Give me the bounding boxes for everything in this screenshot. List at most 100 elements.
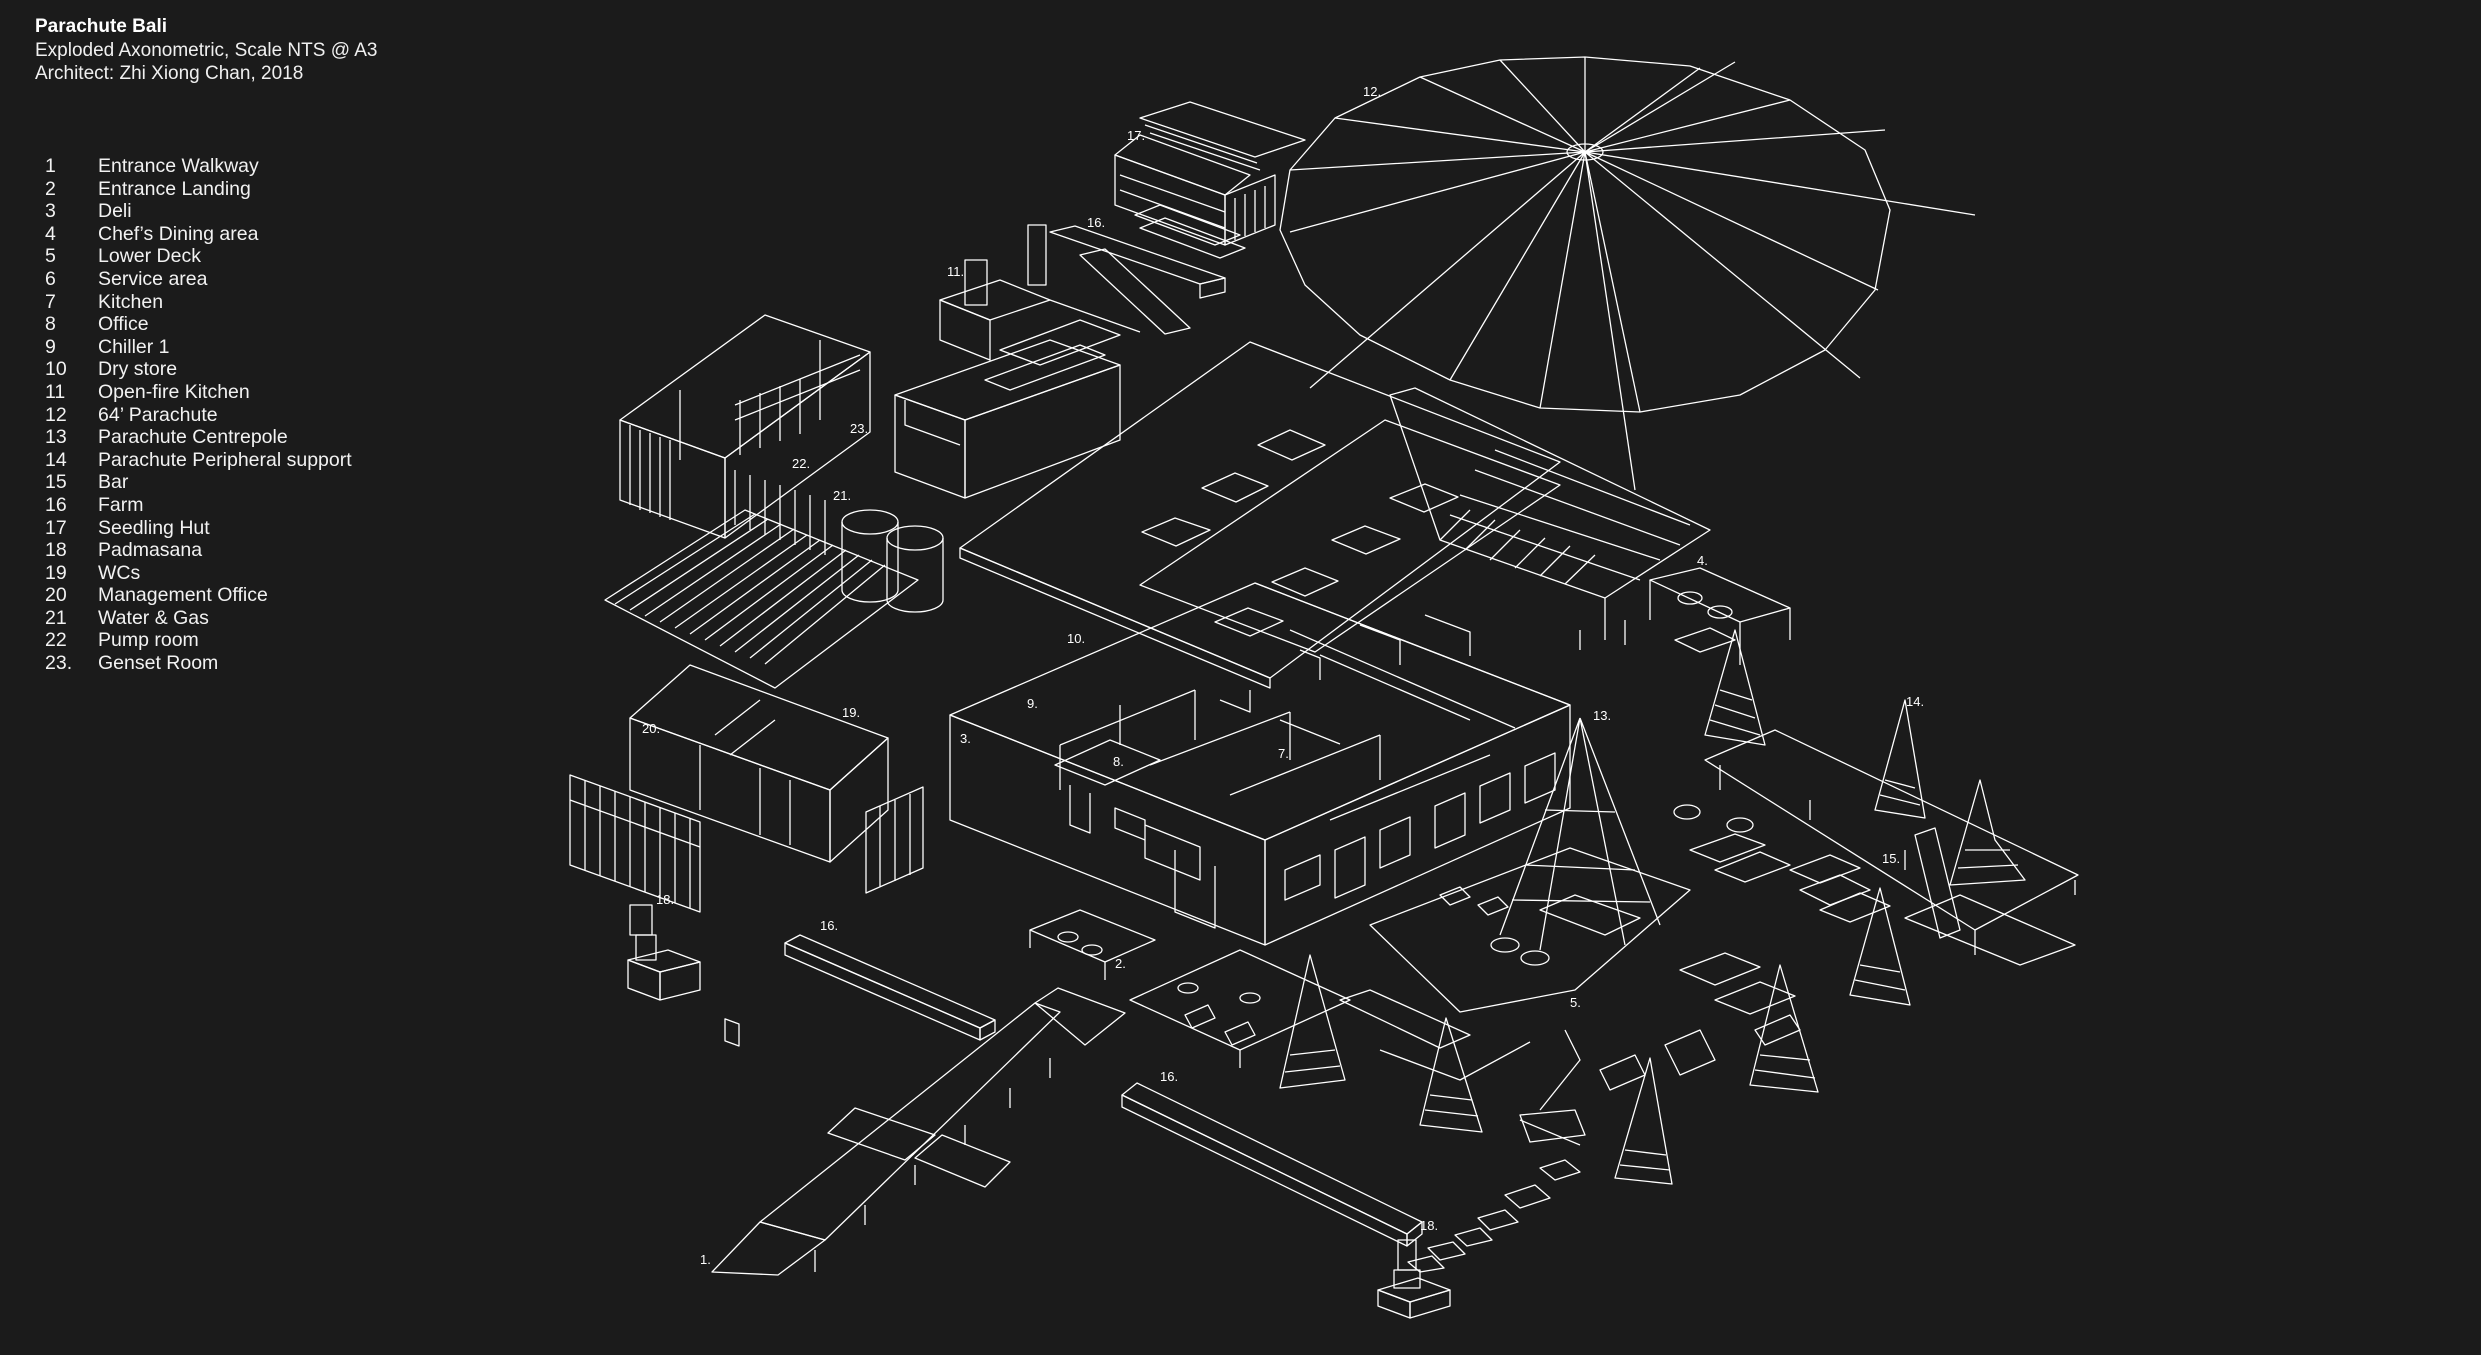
stepping-stones — [1408, 1160, 1580, 1272]
centrepole-pyramid — [1500, 718, 1660, 950]
legend-item: 1 Entrance Walkway — [45, 155, 352, 178]
legend-item-number: 6 — [45, 267, 56, 290]
drawing-title: Parachute Bali — [35, 16, 167, 37]
legend-item-number: 4 — [45, 222, 56, 245]
legend-item-number: 11 — [45, 380, 66, 403]
farm-strip-left — [785, 935, 995, 1040]
legend-item-label: WCs — [98, 561, 141, 584]
legend-item: 20 Management Office — [45, 584, 352, 607]
legend-item-number: 16 — [45, 493, 67, 516]
callout-11: 11. — [947, 264, 964, 279]
legend-item-label: Deli — [98, 200, 132, 223]
legend-item-label: Seedling Hut — [98, 516, 210, 539]
legend-item-label: Management Office — [98, 584, 268, 607]
legend-item-number: 17 — [45, 516, 67, 539]
callout-23: 23. — [850, 421, 868, 436]
corrugated-roof — [605, 510, 918, 688]
legend-item-number: 7 — [45, 290, 56, 313]
legend-item: 12 64’ Parachute — [45, 404, 352, 427]
callout-labels: 1. 2. 3. 4. 5. 7. 8. 9. 10. 11. 12. 13. … — [642, 84, 1924, 1267]
legend-item: 6 Service area — [45, 268, 352, 291]
legend-item-number: 2 — [45, 177, 56, 200]
legend-item-number: 12 — [45, 403, 67, 426]
legend-item-label: Dry store — [98, 358, 178, 381]
legend-item: 2 Entrance Landing — [45, 178, 352, 201]
callout-16-top: 16. — [1087, 215, 1105, 230]
callout-16-bottom: 16. — [1160, 1069, 1178, 1084]
legend-item-number: 9 — [45, 335, 56, 358]
legend-item-number: 13 — [45, 426, 67, 449]
callout-9: 9. — [1027, 696, 1038, 711]
callout-14: 14. — [1906, 694, 1924, 709]
callout-18-left: 18. — [656, 892, 674, 907]
callout-18-bottom: 18. — [1420, 1218, 1438, 1233]
water-gas-tanks — [735, 470, 943, 612]
callout-5: 5. — [1570, 995, 1581, 1010]
callout-21: 21. — [833, 488, 851, 503]
farm-strip-top — [1050, 226, 1225, 334]
callout-13: 13. — [1593, 708, 1611, 723]
legend-item-label: Parachute Centrepole — [98, 426, 288, 449]
legend-item: 14 Parachute Peripheral support — [45, 449, 352, 472]
legend-item: 13 Parachute Centrepole — [45, 426, 352, 449]
legend-item: 23.Genset Room — [45, 652, 352, 675]
legend-item-label: Water & Gas — [98, 606, 209, 629]
legend-item-label: Entrance Walkway — [98, 155, 259, 177]
padmasana-bottom — [1378, 1240, 1450, 1318]
drawing-credit: Architect: Zhi Xiong Chan, 2018 — [35, 63, 304, 84]
legend-item-label: Genset Room — [98, 652, 219, 675]
legend-item-label: Lower Deck — [98, 245, 201, 268]
legend-item: 22 Pump room — [45, 629, 352, 652]
callout-7: 7. — [1278, 746, 1289, 761]
wc-management-block — [570, 665, 923, 1046]
legend-item-label: Bar — [98, 471, 129, 494]
callout-15: 15. — [1882, 851, 1900, 866]
callout-19: 19. — [842, 705, 860, 720]
pump-genset-room — [620, 315, 870, 538]
callout-3: 3. — [960, 731, 971, 746]
legend-item-label: Pump room — [98, 629, 199, 652]
legend-item: 9 Chiller 1 — [45, 336, 352, 359]
legend-item-number: 1 — [45, 155, 56, 177]
callout-22: 22. — [792, 456, 810, 471]
legend-item-label: Open-fire Kitchen — [98, 380, 250, 403]
legend-item: 3 Deli — [45, 200, 352, 223]
bar-deck — [1705, 730, 2078, 965]
chefs-dining-furniture — [1650, 568, 1790, 882]
pergola-screen — [1390, 388, 1710, 650]
callout-17: 17. — [1127, 128, 1145, 143]
callout-16-left: 16. — [820, 918, 838, 933]
legend-item: 16 Farm — [45, 494, 352, 517]
legend-item-label: 64’ Parachute — [98, 403, 218, 426]
legend-item-label: Entrance Landing — [98, 177, 251, 200]
legend-item-number: 8 — [45, 313, 56, 336]
legend-item-label: Padmasana — [98, 539, 203, 562]
legend-item-number: 20 — [45, 584, 67, 607]
legend-item: 17 Seedling Hut — [45, 517, 352, 540]
callout-4: 4. — [1697, 553, 1708, 568]
legend-item-number: 22 — [45, 629, 67, 652]
entrance-landing — [1030, 910, 1350, 1068]
legend-item-label: Service area — [98, 267, 208, 290]
drawing-header: Parachute Bali Exploded Axonometric, Sca… — [35, 14, 377, 85]
legend-item-label: Parachute Peripheral support — [98, 448, 352, 471]
legend-item-label: Office — [98, 313, 149, 336]
callout-12: 12. — [1363, 84, 1381, 99]
legend-item-label: Chiller 1 — [98, 335, 170, 358]
entrance-walkway — [712, 988, 1125, 1275]
legend-item-number: 14 — [45, 448, 67, 471]
callout-2: 2. — [1115, 956, 1126, 971]
legend-item-number: 3 — [45, 200, 56, 223]
legend-item-label: Farm — [98, 493, 144, 516]
legend-item: 11 Open-fire Kitchen — [45, 381, 352, 404]
callout-1: 1. — [700, 1252, 711, 1267]
open-fire-kitchen — [895, 225, 1140, 498]
main-roof — [960, 342, 1560, 688]
